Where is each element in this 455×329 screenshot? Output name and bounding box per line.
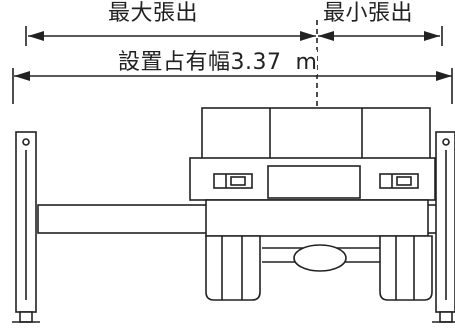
crane-upper-box [201,107,431,161]
right-outrigger-jack [432,131,455,323]
max-extension-dimension [25,26,316,46]
occupied-width-label: 設置占有幅3.37 m [118,50,318,75]
right-wheels [379,235,433,301]
occupied-width-unit: m [295,50,318,75]
occupied-width-value: 設置占有幅3.37 [118,50,282,75]
axle [262,244,382,272]
max-extension-label: 最大張出 [108,1,199,26]
min-extension-dimension [318,26,443,46]
left-outrigger-beam [37,204,209,234]
left-outrigger-jack [12,131,40,323]
min-extension-label: 最小張出 [323,1,414,26]
vehicle-bumper [205,199,429,237]
vehicle-front-body [189,157,436,201]
occupied-width-dimension [12,68,453,104]
left-wheels [205,235,261,301]
